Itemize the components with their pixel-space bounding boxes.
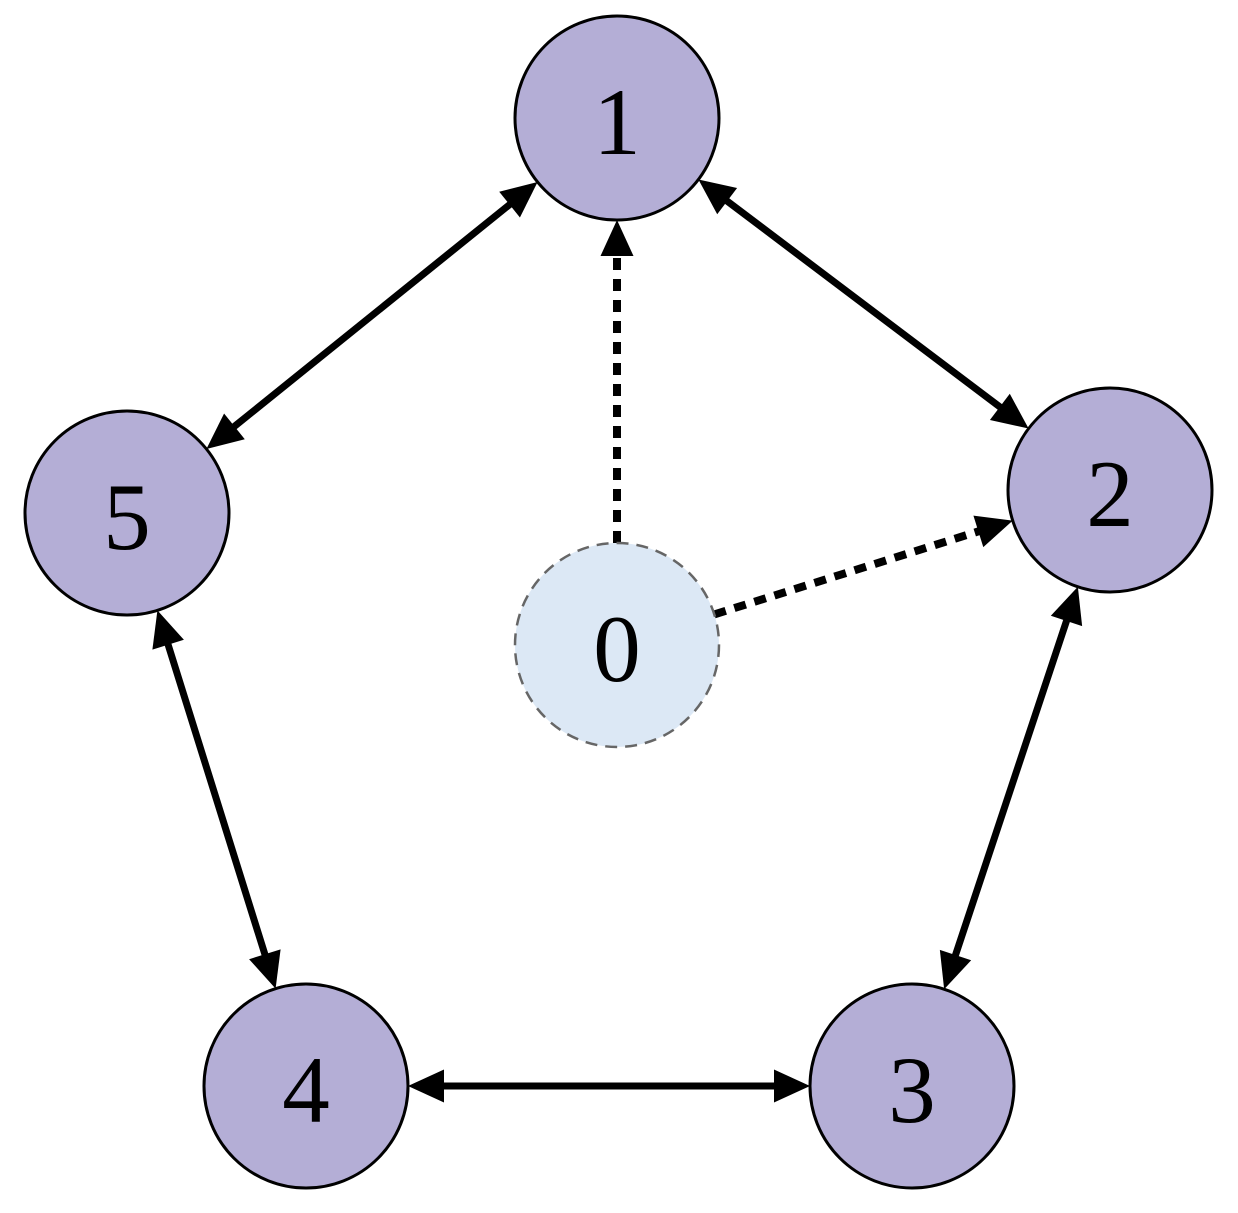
edges-layer: [152, 179, 1083, 1103]
nodes-layer: 0 1 2 3 4 5: [23, 14, 1214, 1190]
arrowhead-into-1: [698, 179, 738, 215]
arrowhead-into-2: [989, 393, 1029, 429]
node-label-3: 3: [888, 1037, 936, 1143]
graph-node-4: 4: [202, 982, 410, 1190]
node-circle-4: [202, 982, 410, 1190]
arrowhead-into-3: [774, 1069, 810, 1103]
node-label-4: 4: [282, 1037, 330, 1143]
graph-edge-2-3: [951, 617, 1071, 959]
arrowhead-into-2: [973, 515, 1013, 548]
graph-node-5: 5: [23, 409, 231, 617]
node-label-0: 0: [593, 596, 641, 702]
node-circle-3: [808, 982, 1016, 1190]
node-circle-0: [513, 541, 721, 749]
node-circle-5: [23, 409, 231, 617]
arrowhead-into-4: [408, 1069, 444, 1103]
arrowhead-into-2: [1050, 586, 1083, 627]
graph-node-0: 0: [513, 541, 721, 749]
graph-edge-0-2-dashed: [713, 526, 983, 619]
arrowhead-into-4: [249, 949, 281, 989]
arrowhead-into-5: [152, 610, 184, 650]
node-label-2: 2: [1086, 441, 1134, 547]
graph-node-2: 2: [1006, 386, 1214, 594]
arrowhead-into-3: [939, 949, 972, 990]
node-circle-1: [513, 14, 721, 222]
arrowhead-into-1: [600, 220, 634, 256]
node-label-1: 1: [593, 69, 641, 175]
arrowhead-into-5: [206, 413, 245, 449]
node-circle-2: [1006, 386, 1214, 594]
graph-node-1: 1: [513, 14, 721, 222]
graph-edge-1-2: [722, 196, 1005, 412]
node-label-5: 5: [103, 464, 151, 570]
arrowhead-into-1: [499, 182, 538, 218]
graph-edge-4-5: [163, 640, 270, 959]
graph-edge-5-1: [229, 200, 515, 431]
graph-node-3: 3: [808, 982, 1016, 1190]
